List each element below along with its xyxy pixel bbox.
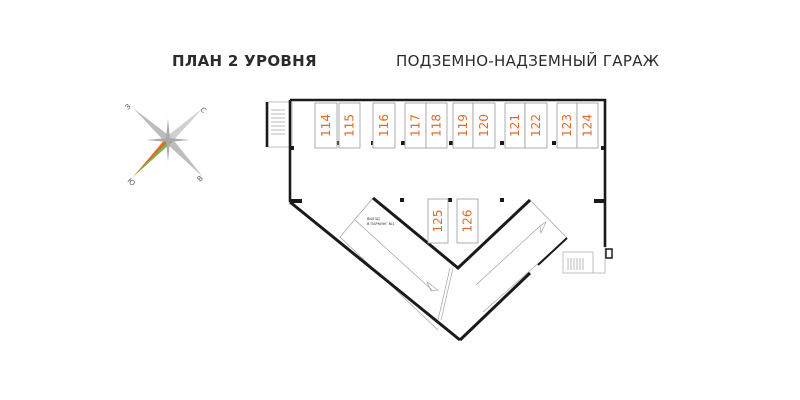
parking-space-number: 117 xyxy=(409,114,423,137)
parking-space-115[interactable]: 115 xyxy=(338,102,361,149)
columns xyxy=(290,141,605,203)
compass-rose-icon xyxy=(133,108,203,177)
level-title: ПЛАН 2 УРОВНЯ xyxy=(172,52,317,70)
parking-space-number: 114 xyxy=(319,114,333,137)
parking-space-120[interactable]: 120 xyxy=(472,102,496,149)
parking-space-number: 118 xyxy=(430,114,444,137)
parking-space-117[interactable]: 117 xyxy=(404,102,427,149)
parking-space-number: 116 xyxy=(377,114,391,137)
parking-space-number: 120 xyxy=(477,114,491,137)
parking-space-number: 121 xyxy=(508,114,522,137)
parking-space-119[interactable]: 119 xyxy=(452,102,474,149)
parking-space-number: 122 xyxy=(529,114,543,137)
stairs-icon xyxy=(271,109,584,270)
parking-space-number: 119 xyxy=(456,114,470,137)
compass-south-label: Ю xyxy=(126,177,137,188)
ramp-label-line1: ВЫЕЗД xyxy=(367,217,380,221)
parking-space-125[interactable]: 125 xyxy=(427,198,449,244)
parking-space-number: 124 xyxy=(581,114,595,137)
parking-space-116[interactable]: 116 xyxy=(372,102,396,149)
building-title: ПОДЗЕМНО-НАДЗЕМНЫЙ ГАРАЖ xyxy=(396,52,660,70)
compass-north-label: С xyxy=(199,106,208,115)
parking-space-box[interactable] xyxy=(456,198,479,244)
parking-space-number: 126 xyxy=(461,210,475,233)
parking-space-box[interactable] xyxy=(372,102,396,149)
parking-space-number: 115 xyxy=(343,114,357,137)
parking-space-122[interactable]: 122 xyxy=(524,102,548,149)
parking-space-114[interactable]: 114 xyxy=(314,102,338,149)
parking-space-124[interactable]: 124 xyxy=(576,102,599,149)
parking-space-number: 123 xyxy=(560,114,574,137)
parking-space-121[interactable]: 121 xyxy=(504,102,526,149)
parking-space-box[interactable] xyxy=(576,102,599,149)
parking-space-box[interactable] xyxy=(427,198,449,244)
parking-space-box[interactable] xyxy=(425,102,448,149)
parking-space-box[interactable] xyxy=(524,102,548,149)
ramp-label-line2: В ПАРКИНГ №1 xyxy=(367,222,395,226)
compass-west-label: З xyxy=(124,102,133,111)
parking-space-118[interactable]: 118 xyxy=(425,102,448,149)
parking-space-123[interactable]: 123 xyxy=(556,102,578,149)
compass-east-label: В xyxy=(196,174,205,183)
parking-space-box[interactable] xyxy=(314,102,338,149)
walls xyxy=(265,98,613,342)
parking-space-126[interactable]: 126 xyxy=(456,198,479,244)
parking-space-box[interactable] xyxy=(472,102,496,149)
parking-space-number: 125 xyxy=(431,210,445,233)
parking-space-box[interactable] xyxy=(338,102,361,149)
